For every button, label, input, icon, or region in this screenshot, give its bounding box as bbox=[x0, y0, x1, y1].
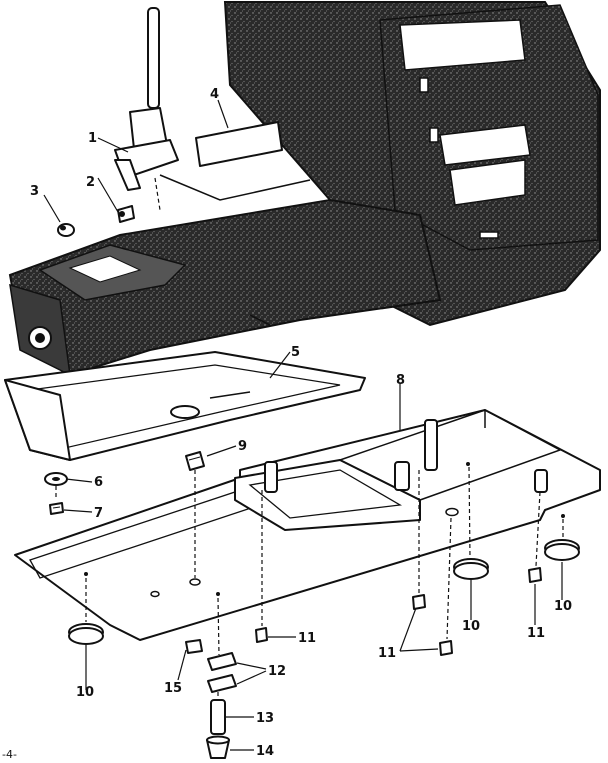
callout-13: 13 bbox=[256, 711, 274, 726]
machine-head bbox=[8, 1, 601, 377]
cover-plate-part-5 bbox=[4, 351, 366, 461]
callout-10-right: 10 bbox=[554, 599, 572, 614]
knob-part-3 bbox=[57, 223, 75, 237]
rubber-foot-part-10-right bbox=[544, 519, 580, 561]
screw-part-11-a bbox=[255, 490, 268, 643]
shaft-part-13 bbox=[210, 692, 226, 735]
leader-lines bbox=[43, 99, 563, 751]
callout-11-c: 11 bbox=[527, 626, 545, 641]
callout-11-b: 11 bbox=[378, 646, 396, 661]
screw-part-2 bbox=[117, 205, 135, 223]
rubber-foot-part-10-middle bbox=[453, 466, 489, 580]
nut-part-15 bbox=[185, 639, 203, 654]
rubber-foot-part-10-left bbox=[68, 578, 104, 645]
callout-labels: 1 2 3 4 5 6 7 8 9 10 10 10 11 11 11 12 1… bbox=[30, 87, 572, 759]
label-plate-part-4 bbox=[195, 121, 283, 167]
washer-part-6 bbox=[44, 472, 68, 486]
clip-part-12 bbox=[207, 597, 237, 693]
base-tray-part-8 bbox=[14, 409, 601, 641]
callout-9: 9 bbox=[238, 439, 247, 454]
callout-1: 1 bbox=[88, 131, 97, 146]
callout-3: 3 bbox=[30, 184, 39, 199]
callout-14: 14 bbox=[256, 744, 274, 759]
screw-part-7 bbox=[49, 502, 64, 515]
callout-5: 5 bbox=[291, 345, 300, 360]
screw-part-11-d bbox=[528, 491, 542, 583]
callout-10-middle: 10 bbox=[462, 619, 480, 634]
callout-2: 2 bbox=[86, 175, 95, 190]
callout-8: 8 bbox=[396, 373, 405, 388]
callout-11-a: 11 bbox=[298, 631, 316, 646]
cap-part-14 bbox=[206, 735, 230, 759]
screw-part-11-b bbox=[412, 470, 426, 610]
pillar-window-middle bbox=[439, 124, 531, 166]
pillar-window-lower bbox=[449, 159, 526, 206]
spool-pin bbox=[147, 7, 160, 109]
page-number: -4- bbox=[2, 748, 17, 761]
callout-7: 7 bbox=[94, 506, 103, 521]
bolt-part-9 bbox=[185, 451, 205, 578]
callout-6: 6 bbox=[94, 475, 103, 490]
pillar-window-top bbox=[399, 19, 526, 71]
callout-10-left: 10 bbox=[76, 685, 94, 700]
callout-12: 12 bbox=[268, 664, 286, 679]
screw-part-11-c bbox=[439, 517, 453, 656]
callout-4: 4 bbox=[210, 87, 219, 102]
callout-15: 15 bbox=[164, 681, 182, 696]
